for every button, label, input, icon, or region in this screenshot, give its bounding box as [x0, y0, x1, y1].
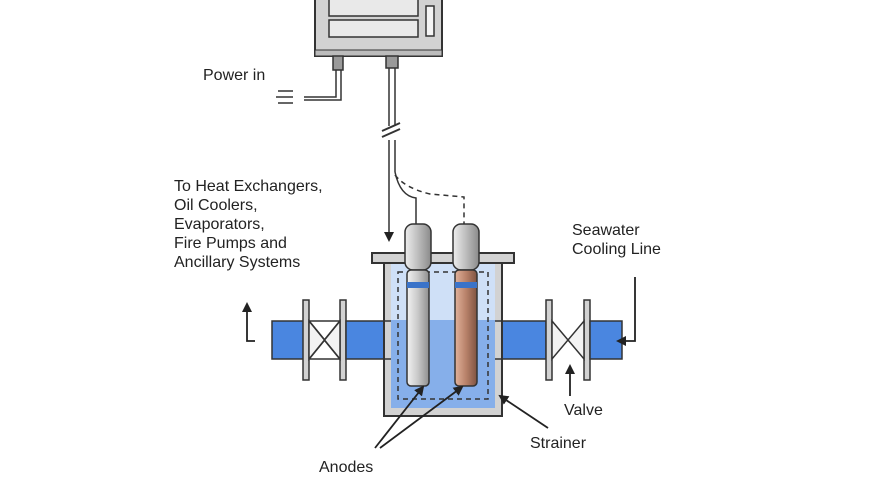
anode-pointer-arrow-icon: [374, 385, 425, 449]
pipe-right: [501, 299, 623, 381]
anode-copper: [452, 223, 480, 387]
anode-pointer-arrow-icon: [379, 385, 464, 449]
pointer-arrows: [242, 277, 636, 449]
heat-exchangers-line: To Heat Exchangers,: [174, 178, 323, 195]
heat-exchangers-line: Evaporators,: [174, 216, 265, 233]
seawater-cooling-line-label: Seawater Cooling Line: [572, 221, 661, 259]
power-cable: [276, 70, 342, 104]
anode-cable: [381, 68, 465, 242]
strainer-pointer-arrow-icon: [498, 394, 549, 429]
strainer-label: Strainer: [530, 435, 587, 452]
flow-in-arrow-icon: [616, 277, 636, 346]
seawater-line: Seawater: [572, 222, 640, 239]
valve-label: Valve: [564, 402, 603, 419]
control-box: [314, 0, 443, 71]
anodes-label: Anodes: [319, 459, 374, 476]
heat-exchangers-line: Ancillary Systems: [174, 254, 301, 271]
heat-exchangers-label: To Heat Exchangers, Oil Coolers, Evapora…: [174, 177, 323, 272]
power-in-label: Power in: [203, 67, 266, 84]
heat-exchangers-line: Fire Pumps and: [174, 235, 287, 252]
pipe-left: [271, 299, 387, 381]
anode-aluminium: [404, 223, 432, 387]
heat-exchangers-line: Oil Coolers,: [174, 197, 258, 214]
strainer-housing: [371, 252, 515, 417]
flow-out-arrow-icon: [242, 302, 255, 342]
seawater-line: Cooling Line: [572, 241, 661, 258]
